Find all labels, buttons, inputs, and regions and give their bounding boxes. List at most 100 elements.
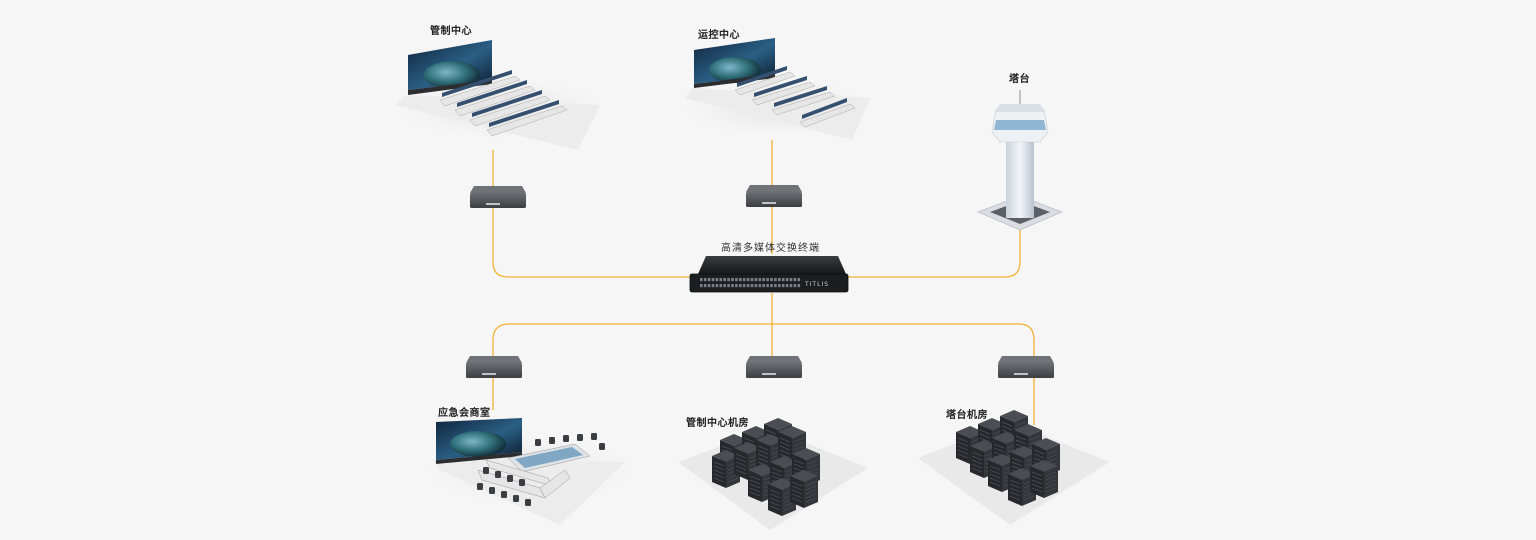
link-tower — [848, 222, 1021, 278]
hub-port — [746, 278, 750, 282]
link-control-center — [492, 150, 690, 278]
emergency-room — [420, 418, 640, 525]
chair — [519, 479, 525, 486]
hub-port — [727, 278, 730, 282]
hub-port — [778, 284, 781, 288]
hub-port — [770, 284, 773, 288]
emergency-room-label: 应急会商室 — [438, 408, 491, 419]
hub-port — [754, 278, 758, 282]
chair — [501, 491, 507, 498]
hub-port — [739, 278, 742, 282]
chair — [525, 499, 531, 506]
tower-server-room-label: 塔台机房 — [946, 410, 988, 421]
hub-port — [789, 278, 793, 282]
hub-port — [778, 278, 781, 282]
server-rack — [1030, 460, 1058, 498]
hub-port — [731, 284, 734, 288]
hub-port — [758, 284, 762, 288]
hub-port — [723, 278, 726, 282]
hub-port — [797, 278, 801, 282]
control-center-room — [390, 40, 610, 150]
endpoint-device-control-center — [470, 186, 526, 208]
hub-port — [731, 278, 734, 282]
hub-port — [711, 278, 715, 282]
hub-port — [781, 284, 785, 288]
chair — [495, 471, 501, 478]
server-rack — [1008, 468, 1036, 506]
chairs — [477, 433, 605, 506]
hub-port — [781, 278, 785, 282]
hub-port — [785, 284, 789, 288]
hub-port — [715, 284, 719, 288]
server-rack — [778, 426, 806, 464]
control-center-label: 管制中心 — [430, 26, 472, 37]
hub-port — [750, 278, 754, 282]
hub-port — [707, 278, 711, 282]
hub-port — [793, 284, 797, 288]
endpoint-device-emergency-room — [466, 356, 522, 378]
hub-port — [770, 278, 773, 282]
hub-port — [793, 278, 797, 282]
hub-port — [766, 278, 769, 282]
ops-center-room — [678, 38, 878, 140]
hub-brand: TITLIS — [804, 281, 829, 288]
hub-switch: TITLIS — [689, 256, 849, 293]
endpoint-device-ops-center — [746, 185, 802, 207]
chair — [563, 435, 569, 442]
hub-port — [762, 284, 765, 288]
hub-label: 高清多媒体交换终端 — [721, 243, 820, 254]
hub-port — [742, 284, 746, 288]
conference-tables — [477, 443, 591, 499]
hub-port — [711, 284, 715, 288]
hub-port — [727, 284, 730, 288]
hub-port — [703, 284, 707, 288]
chair — [591, 433, 597, 440]
chair — [549, 437, 555, 444]
server-racks — [712, 418, 820, 516]
chair — [535, 439, 541, 446]
hub-port — [785, 278, 789, 282]
hub-port — [797, 284, 801, 288]
hub-port — [774, 278, 777, 282]
hub-port — [735, 284, 738, 288]
ops-center-label: 运控中心 — [698, 30, 740, 41]
hub-port — [719, 284, 723, 288]
server-racks — [956, 410, 1060, 506]
hub-port — [750, 284, 754, 288]
hub-port — [746, 284, 750, 288]
server-rack — [790, 470, 818, 508]
hub-port — [700, 278, 703, 282]
endpoint-device-tower-server-room — [998, 356, 1054, 378]
tower-label: 塔台 — [1009, 74, 1030, 85]
hub-port — [723, 284, 726, 288]
hub-port — [774, 284, 777, 288]
hub-port — [762, 278, 765, 282]
chair — [599, 443, 605, 450]
chair — [577, 434, 583, 441]
console-rows — [734, 66, 856, 128]
chair — [477, 483, 483, 490]
hub-port — [758, 278, 762, 282]
chair — [483, 467, 489, 474]
hub-port — [766, 284, 769, 288]
link-bottom-bus — [492, 323, 1035, 341]
chair — [513, 495, 519, 502]
control-tower — [977, 90, 1063, 231]
hub-ports — [700, 278, 801, 288]
chair — [489, 487, 495, 494]
console-rows — [439, 70, 568, 137]
control-server-room — [678, 418, 868, 530]
hub-port — [754, 284, 758, 288]
control-server-room-label: 管制中心机房 — [686, 418, 749, 429]
endpoint-device-control-server-room — [746, 356, 802, 378]
hub-port — [715, 278, 719, 282]
hub-port — [789, 284, 793, 288]
hub-port — [742, 278, 746, 282]
video-wall — [436, 418, 522, 464]
chair — [507, 475, 513, 482]
hub-port — [719, 278, 723, 282]
tower-server-room — [918, 410, 1110, 525]
hub-port — [700, 284, 703, 288]
